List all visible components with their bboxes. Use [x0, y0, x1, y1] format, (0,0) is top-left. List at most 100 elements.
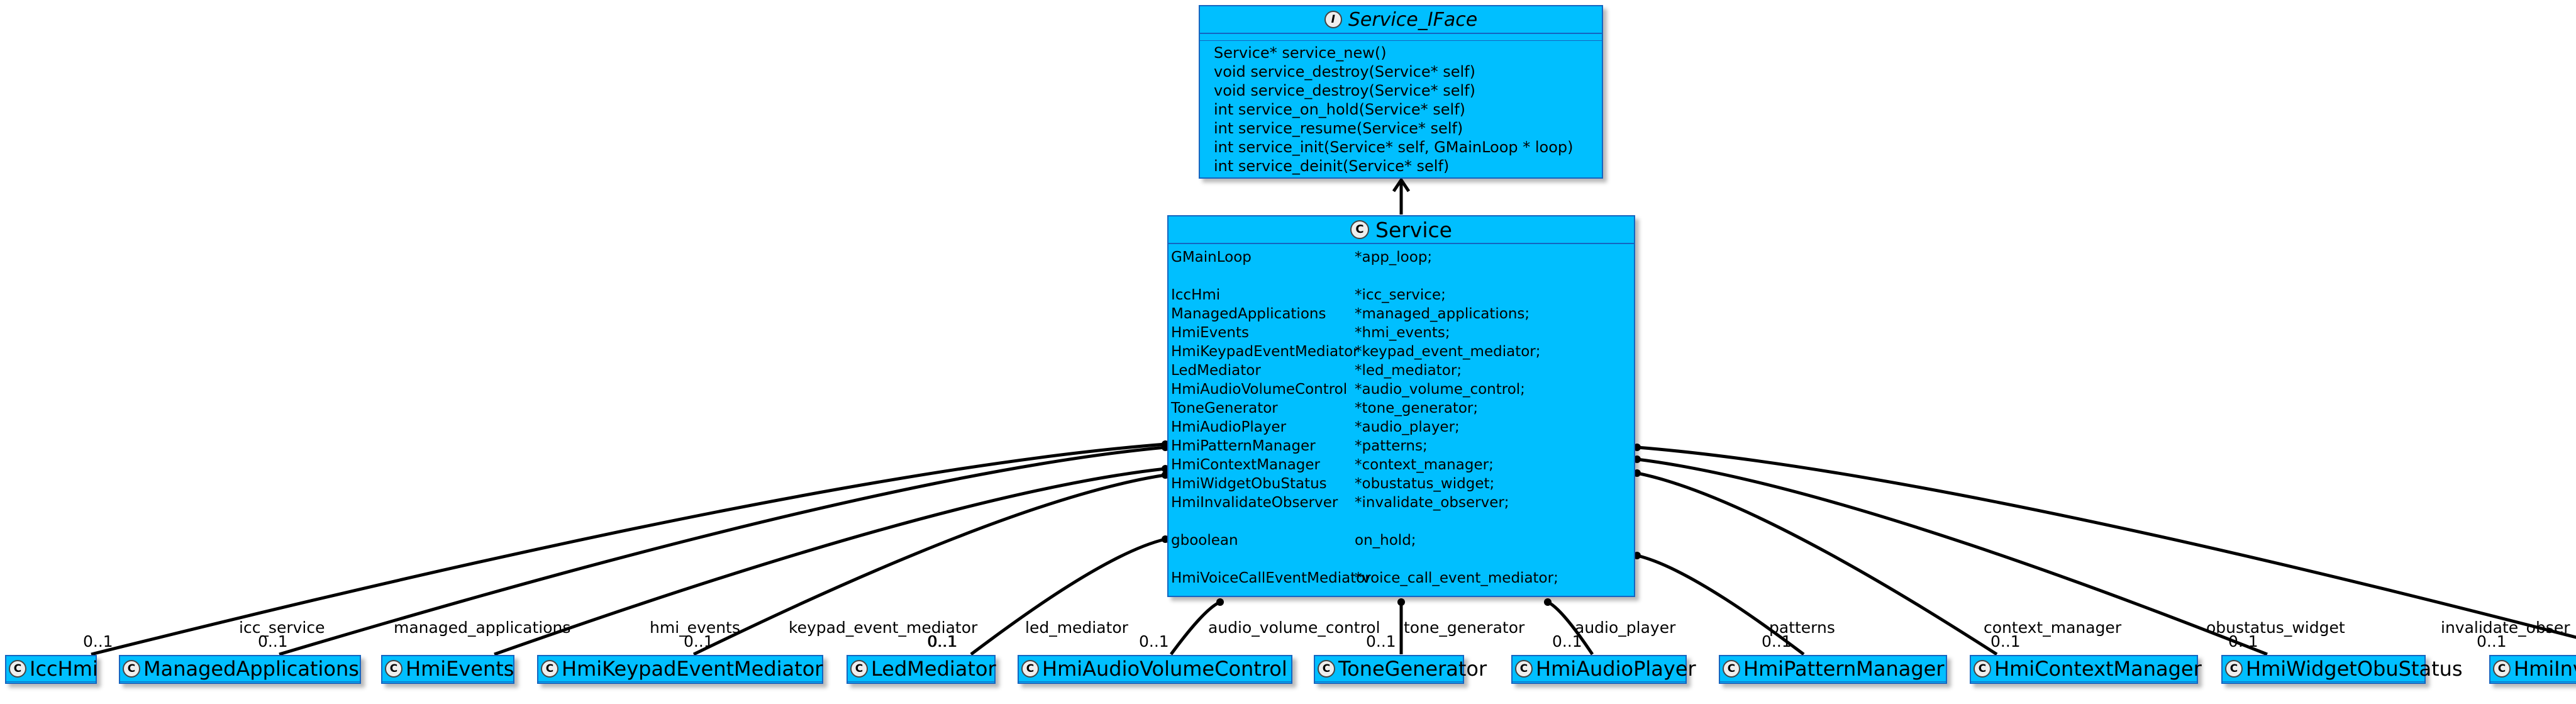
- class-box[interactable]: CHmiInv: [2489, 655, 2576, 684]
- class-stereotype-icon: C: [850, 660, 868, 678]
- field-name: *audio_volume_control;: [1355, 381, 1525, 398]
- field-name: *context_manager;: [1355, 457, 1494, 473]
- service-field: HmiAudioPlayer *audio_player;: [1171, 418, 1634, 437]
- association-role-label: patterns: [1769, 618, 1835, 637]
- class-name: HmiWidgetObuStatus: [2246, 657, 2463, 681]
- class-name: LedMediator: [871, 657, 996, 681]
- class-stereotype-icon: C: [123, 660, 140, 678]
- service-field: ToneGenerator *tone_generator;: [1171, 399, 1634, 418]
- association-role-label: icc_service: [239, 618, 325, 637]
- interface-box-service-iface[interactable]: I Service_IFace Service* service_new() v…: [1199, 5, 1603, 179]
- field-type: HmiPatternManager: [1171, 438, 1316, 454]
- field-type: ToneGenerator: [1171, 400, 1278, 416]
- multiplicity-label: 0..1: [2228, 632, 2258, 651]
- class-divider: [120, 681, 360, 682]
- class-name: HmiContextManager: [1994, 657, 2202, 681]
- class-stereotype-icon: C: [1318, 660, 1335, 678]
- field-type: HmiEvents: [1171, 325, 1249, 341]
- interface-name: Service_IFace: [1348, 8, 1478, 31]
- field-name: *voice_call_event_mediator;: [1355, 570, 1558, 586]
- field-type: GMainLoop: [1171, 249, 1252, 265]
- service-field: HmiVoiceCallEventMediator*voice_call_eve…: [1171, 569, 1634, 588]
- composition-diamond: [1216, 598, 1224, 606]
- association-role-label: obustatus_widget: [2206, 618, 2345, 637]
- service-field: GMainLoop *app_loop;: [1171, 248, 1634, 267]
- field-name: *patterns;: [1355, 438, 1428, 454]
- field-type: HmiKeypadEventMediator: [1171, 344, 1359, 360]
- class-divider: [1019, 681, 1291, 682]
- service-field: [1171, 267, 1634, 286]
- class-name: ManagedApplications: [143, 657, 359, 681]
- field-name: *obustatus_widget;: [1355, 476, 1495, 492]
- field-type: [1171, 267, 1355, 286]
- field-type: HmiWidgetObuStatus: [1171, 476, 1327, 492]
- composition-line: [1636, 445, 2576, 639]
- multiplicity-label: 0..1: [258, 632, 288, 651]
- service-field: HmiContextManager*context_manager;: [1171, 455, 1634, 474]
- class-divider: [1720, 681, 1946, 682]
- class-name: HmiKeypadEventMediator: [562, 657, 823, 681]
- class-divider: [382, 681, 513, 682]
- field-name: *icc_service;: [1355, 287, 1446, 303]
- association-role-label: context_manager: [1984, 618, 2122, 637]
- service-field: LedMediator *led_mediator;: [1171, 361, 1634, 380]
- class-header: CHmiInv: [2490, 656, 2576, 681]
- class-divider: [1971, 681, 2197, 682]
- multiplicity-label: 0..1: [83, 632, 113, 651]
- class-name: HmiEvents: [406, 657, 514, 681]
- interface-header: I Service_IFace: [1200, 6, 1602, 33]
- class-divider: [538, 681, 822, 682]
- class-name: HmiAudioVolumeControl: [1042, 657, 1287, 681]
- interface-divider: [1200, 33, 1602, 34]
- field-name: *led_mediator;: [1355, 362, 1462, 379]
- field-type: HmiAudioPlayer: [1171, 419, 1287, 435]
- class-stereotype-icon: C: [2493, 660, 2511, 678]
- service-field: HmiWidgetObuStatus *obustatus_widget;: [1171, 474, 1634, 493]
- field-type: LedMediator: [1171, 362, 1261, 379]
- multiplicity-label: 0..1: [928, 632, 958, 651]
- class-name: ToneGenerator: [1338, 657, 1487, 681]
- class-divider: [1513, 681, 1685, 682]
- class-stereotype-icon: C: [1021, 660, 1039, 678]
- field-name: *managed_applications;: [1355, 306, 1530, 322]
- service-name: Service: [1375, 217, 1452, 242]
- interface-method: int service_on_hold(Service* self): [1214, 101, 1466, 118]
- interface-method: int service_init(Service* self, GMainLoo…: [1214, 138, 1574, 156]
- multiplicity-label: 0..1: [2477, 632, 2507, 651]
- association-role-label: audio_player: [1575, 618, 1676, 637]
- multiplicity-label: 0..1: [1762, 632, 1792, 651]
- interface-method: int service_deinit(Service* self): [1214, 157, 1450, 175]
- class-box-service[interactable]: C Service GMainLoop*app_loop;IccHmi*icc_…: [1167, 215, 1635, 597]
- field-name: *keypad_event_mediator;: [1355, 344, 1541, 360]
- multiplicity-label: 0..1: [1366, 632, 1396, 651]
- association-role-label: hmi_events: [650, 618, 740, 637]
- interface-method-list: Service* service_new() void service_dest…: [1200, 41, 1602, 176]
- field-type: HmiInvalidateObserver: [1171, 494, 1338, 511]
- service-field: HmiKeypadEventMediator*keypad_event_medi…: [1171, 342, 1634, 361]
- composition-line: [970, 537, 1166, 656]
- field-name: *audio_player;: [1355, 419, 1460, 435]
- field-type: IccHmi: [1171, 287, 1221, 303]
- multiplicity-label: 0..1: [1139, 632, 1169, 651]
- field-name: *app_loop;: [1355, 249, 1433, 265]
- class-divider: [6, 681, 96, 682]
- field-name: *tone_generator;: [1355, 400, 1479, 416]
